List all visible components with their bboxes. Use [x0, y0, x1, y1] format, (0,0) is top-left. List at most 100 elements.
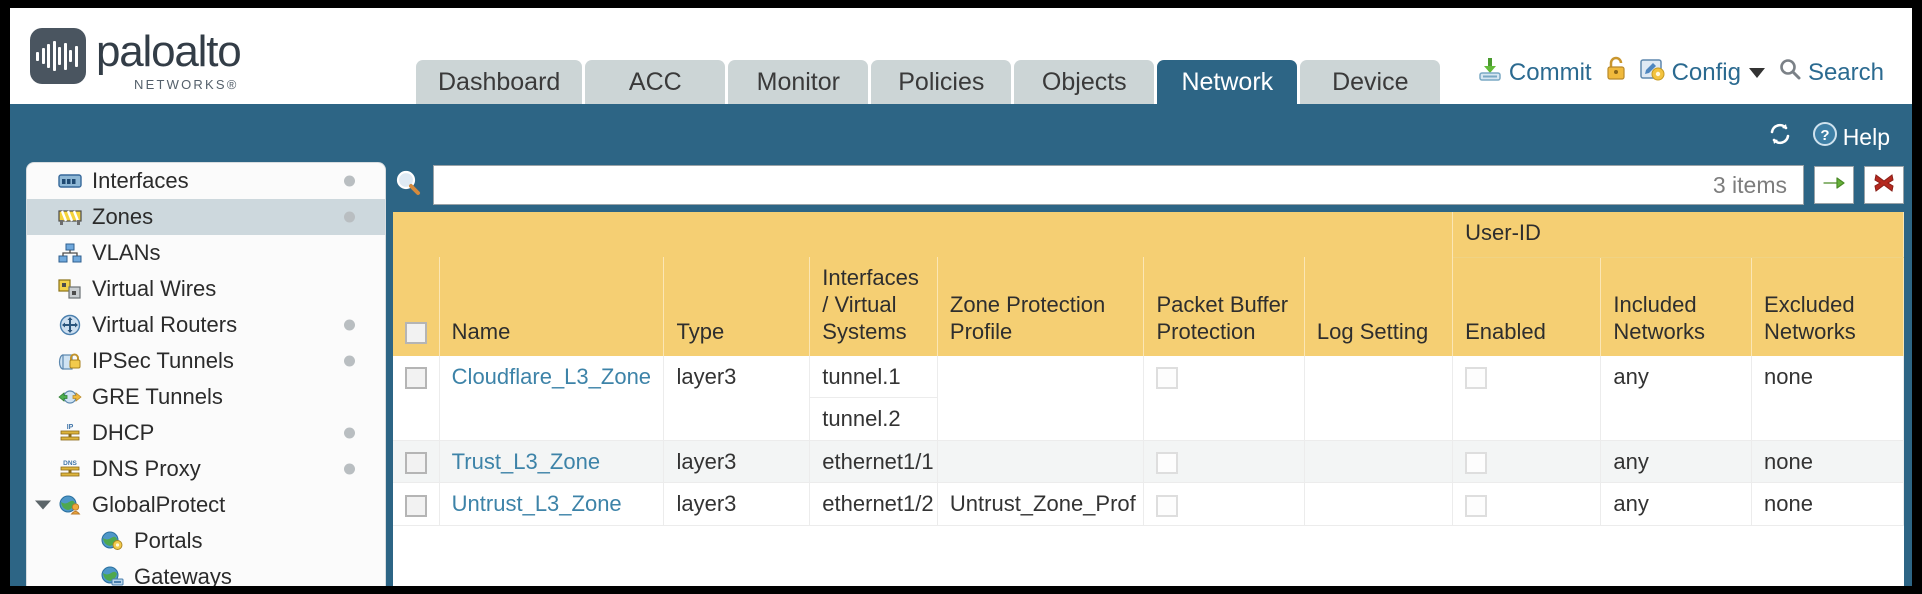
main-nav-tabs[interactable]: Dashboard ACC Monitor Policies Objects N…: [416, 60, 1441, 104]
main-body: ? Help Interfaces: [10, 104, 1912, 586]
zone-link[interactable]: Trust_L3_Zone: [451, 448, 601, 474]
virtual-wires-icon: [57, 278, 83, 300]
commit-label: Commit: [1508, 58, 1592, 86]
row-checkbox[interactable]: [405, 452, 427, 474]
lock-button[interactable]: [1605, 56, 1627, 89]
gateways-icon: [99, 566, 125, 586]
packet-buffer-checkbox[interactable]: [1156, 367, 1179, 389]
brand-name: paloalto: [96, 27, 242, 76]
packet-buffer-checkbox[interactable]: [1156, 452, 1179, 474]
sidebar-item-vlans[interactable]: VLANs: [27, 235, 385, 271]
logo-waveform-icon: [36, 40, 80, 72]
col-header-packet-buffer-protection[interactable]: Packet Buffer Protection: [1143, 257, 1305, 356]
cell-name[interactable]: Untrust_L3_Zone: [439, 482, 665, 526]
svg-text:DNS: DNS: [63, 460, 77, 467]
col-header-included-networks[interactable]: Included Networks: [1600, 257, 1753, 356]
group-header-spacer: [393, 212, 1454, 258]
tab-network[interactable]: Network: [1157, 60, 1298, 104]
group-header-userid: User-ID: [1452, 212, 1904, 258]
packet-buffer-checkbox[interactable]: [1156, 494, 1179, 517]
config-label: Config: [1671, 58, 1741, 86]
col-header-userid-enabled[interactable]: Enabled: [1452, 257, 1602, 356]
row-checkbox[interactable]: [405, 367, 427, 389]
col-header-interfaces[interactable]: Interfaces / Virtual Systems: [809, 257, 938, 356]
cell-packet-buffer-protection[interactable]: [1143, 482, 1305, 526]
zones-icon: [57, 206, 83, 228]
sidebar-item-label: GlobalProtect: [92, 492, 226, 517]
tab-objects[interactable]: Objects: [1014, 60, 1155, 104]
row-checkbox[interactable]: [405, 494, 427, 517]
cell-zone-protection-profile: [937, 440, 1145, 484]
col-header-excluded-networks[interactable]: Excluded Networks: [1751, 257, 1904, 356]
search-input-wrap[interactable]: 3 items: [433, 165, 1804, 205]
sidebar-item-zones[interactable]: Zones: [27, 199, 385, 235]
table-row[interactable]: Trust_L3_Zone layer3 ethernet1/1: [393, 440, 1904, 484]
row-select-cell[interactable]: [393, 440, 440, 484]
sidebar-item-dhcp[interactable]: IP DHCP: [27, 415, 385, 451]
green-arrow-icon: [1821, 172, 1847, 199]
sidebar-item-globalprotect[interactable]: GlobalProtect: [27, 487, 385, 523]
sidebar-item-label: Zones: [92, 204, 154, 229]
tab-policies[interactable]: Policies: [871, 60, 1012, 104]
help-button[interactable]: ? Help: [1812, 121, 1890, 153]
sidebar-item-virtual-wires[interactable]: Virtual Wires: [27, 271, 385, 307]
userid-enabled-checkbox[interactable]: [1465, 452, 1488, 474]
row-select-cell[interactable]: [393, 482, 440, 526]
sidebar-item-virtual-routers[interactable]: Virtual Routers: [27, 307, 385, 343]
col-header-type[interactable]: Type: [663, 257, 811, 356]
cell-userid-enabled[interactable]: [1452, 440, 1602, 484]
search-button[interactable]: Search: [1778, 57, 1884, 88]
tab-dashboard[interactable]: Dashboard: [416, 60, 583, 104]
userid-enabled-checkbox[interactable]: [1465, 494, 1488, 517]
cell-log-setting: [1304, 440, 1454, 484]
svg-text:?: ?: [1820, 127, 1829, 144]
refresh-icon[interactable]: [1766, 120, 1794, 154]
cell-name[interactable]: Cloudflare_L3_Zone: [439, 355, 665, 441]
cell-name[interactable]: Trust_L3_Zone: [439, 440, 665, 484]
item-count-label: 3 items: [1712, 171, 1787, 198]
cell-packet-buffer-protection[interactable]: [1143, 440, 1305, 484]
select-all-header[interactable]: [393, 257, 440, 356]
status-dot: [344, 175, 355, 187]
tab-acc[interactable]: ACC: [585, 60, 726, 104]
tab-device[interactable]: Device: [1300, 60, 1441, 104]
vlans-icon: [57, 242, 83, 264]
userid-enabled-checkbox[interactable]: [1465, 367, 1488, 389]
table-row[interactable]: Cloudflare_L3_Zone layer3 tunnel.1 tunne…: [393, 355, 1904, 441]
cell-userid-enabled[interactable]: [1452, 482, 1602, 526]
apply-filter-button[interactable]: [1814, 166, 1854, 204]
sidebar-item-label: IPSec Tunnels: [92, 348, 234, 373]
sidebar-item-interfaces[interactable]: Interfaces: [27, 163, 385, 199]
config-dropdown[interactable]: Config: [1639, 56, 1765, 89]
palo-alto-logo: paloalto NETWORKS®: [30, 27, 242, 92]
sidebar-item-gateways[interactable]: Gateways: [27, 559, 385, 586]
table-row[interactable]: Untrust_L3_Zone layer3 ethernet1/2 Untru…: [393, 482, 1904, 526]
status-dot: [344, 211, 355, 223]
search-icon: [1778, 57, 1802, 88]
sidebar-item-portals[interactable]: Portals: [27, 523, 385, 559]
col-header-log-setting[interactable]: Log Setting: [1304, 257, 1454, 356]
col-header-name[interactable]: Name: [439, 257, 665, 356]
sidebar-item-label: VLANs: [92, 240, 161, 265]
cell-userid-enabled[interactable]: [1452, 355, 1602, 441]
commit-button[interactable]: Commit: [1477, 56, 1592, 89]
search-label: Search: [1807, 58, 1884, 86]
cell-packet-buffer-protection[interactable]: [1143, 355, 1305, 441]
filter-search-icon[interactable]: [393, 168, 423, 203]
search-input[interactable]: [446, 172, 1713, 198]
sidebar-item-label: DNS Proxy: [92, 456, 201, 481]
zone-link[interactable]: Cloudflare_L3_Zone: [451, 363, 652, 389]
row-select-cell[interactable]: [393, 355, 440, 441]
cell-included-networks: any: [1600, 355, 1753, 441]
select-all-checkbox[interactable]: [405, 322, 427, 345]
clear-filter-button[interactable]: [1864, 166, 1904, 204]
col-header-zone-protection-profile[interactable]: Zone Protection Profile: [937, 257, 1145, 356]
zone-link[interactable]: Untrust_L3_Zone: [451, 491, 622, 517]
sidebar-item-dns-proxy[interactable]: DNS DNS Proxy: [27, 451, 385, 487]
sidebar-item-gre-tunnels[interactable]: GRE Tunnels: [27, 379, 385, 415]
sidebar-item-label: Portals: [134, 528, 203, 553]
tab-monitor[interactable]: Monitor: [728, 60, 869, 104]
cell-excluded-networks: none: [1751, 355, 1904, 441]
expander-caret-icon[interactable]: [35, 500, 51, 510]
sidebar-item-ipsec-tunnels[interactable]: IPSec Tunnels: [27, 343, 385, 379]
